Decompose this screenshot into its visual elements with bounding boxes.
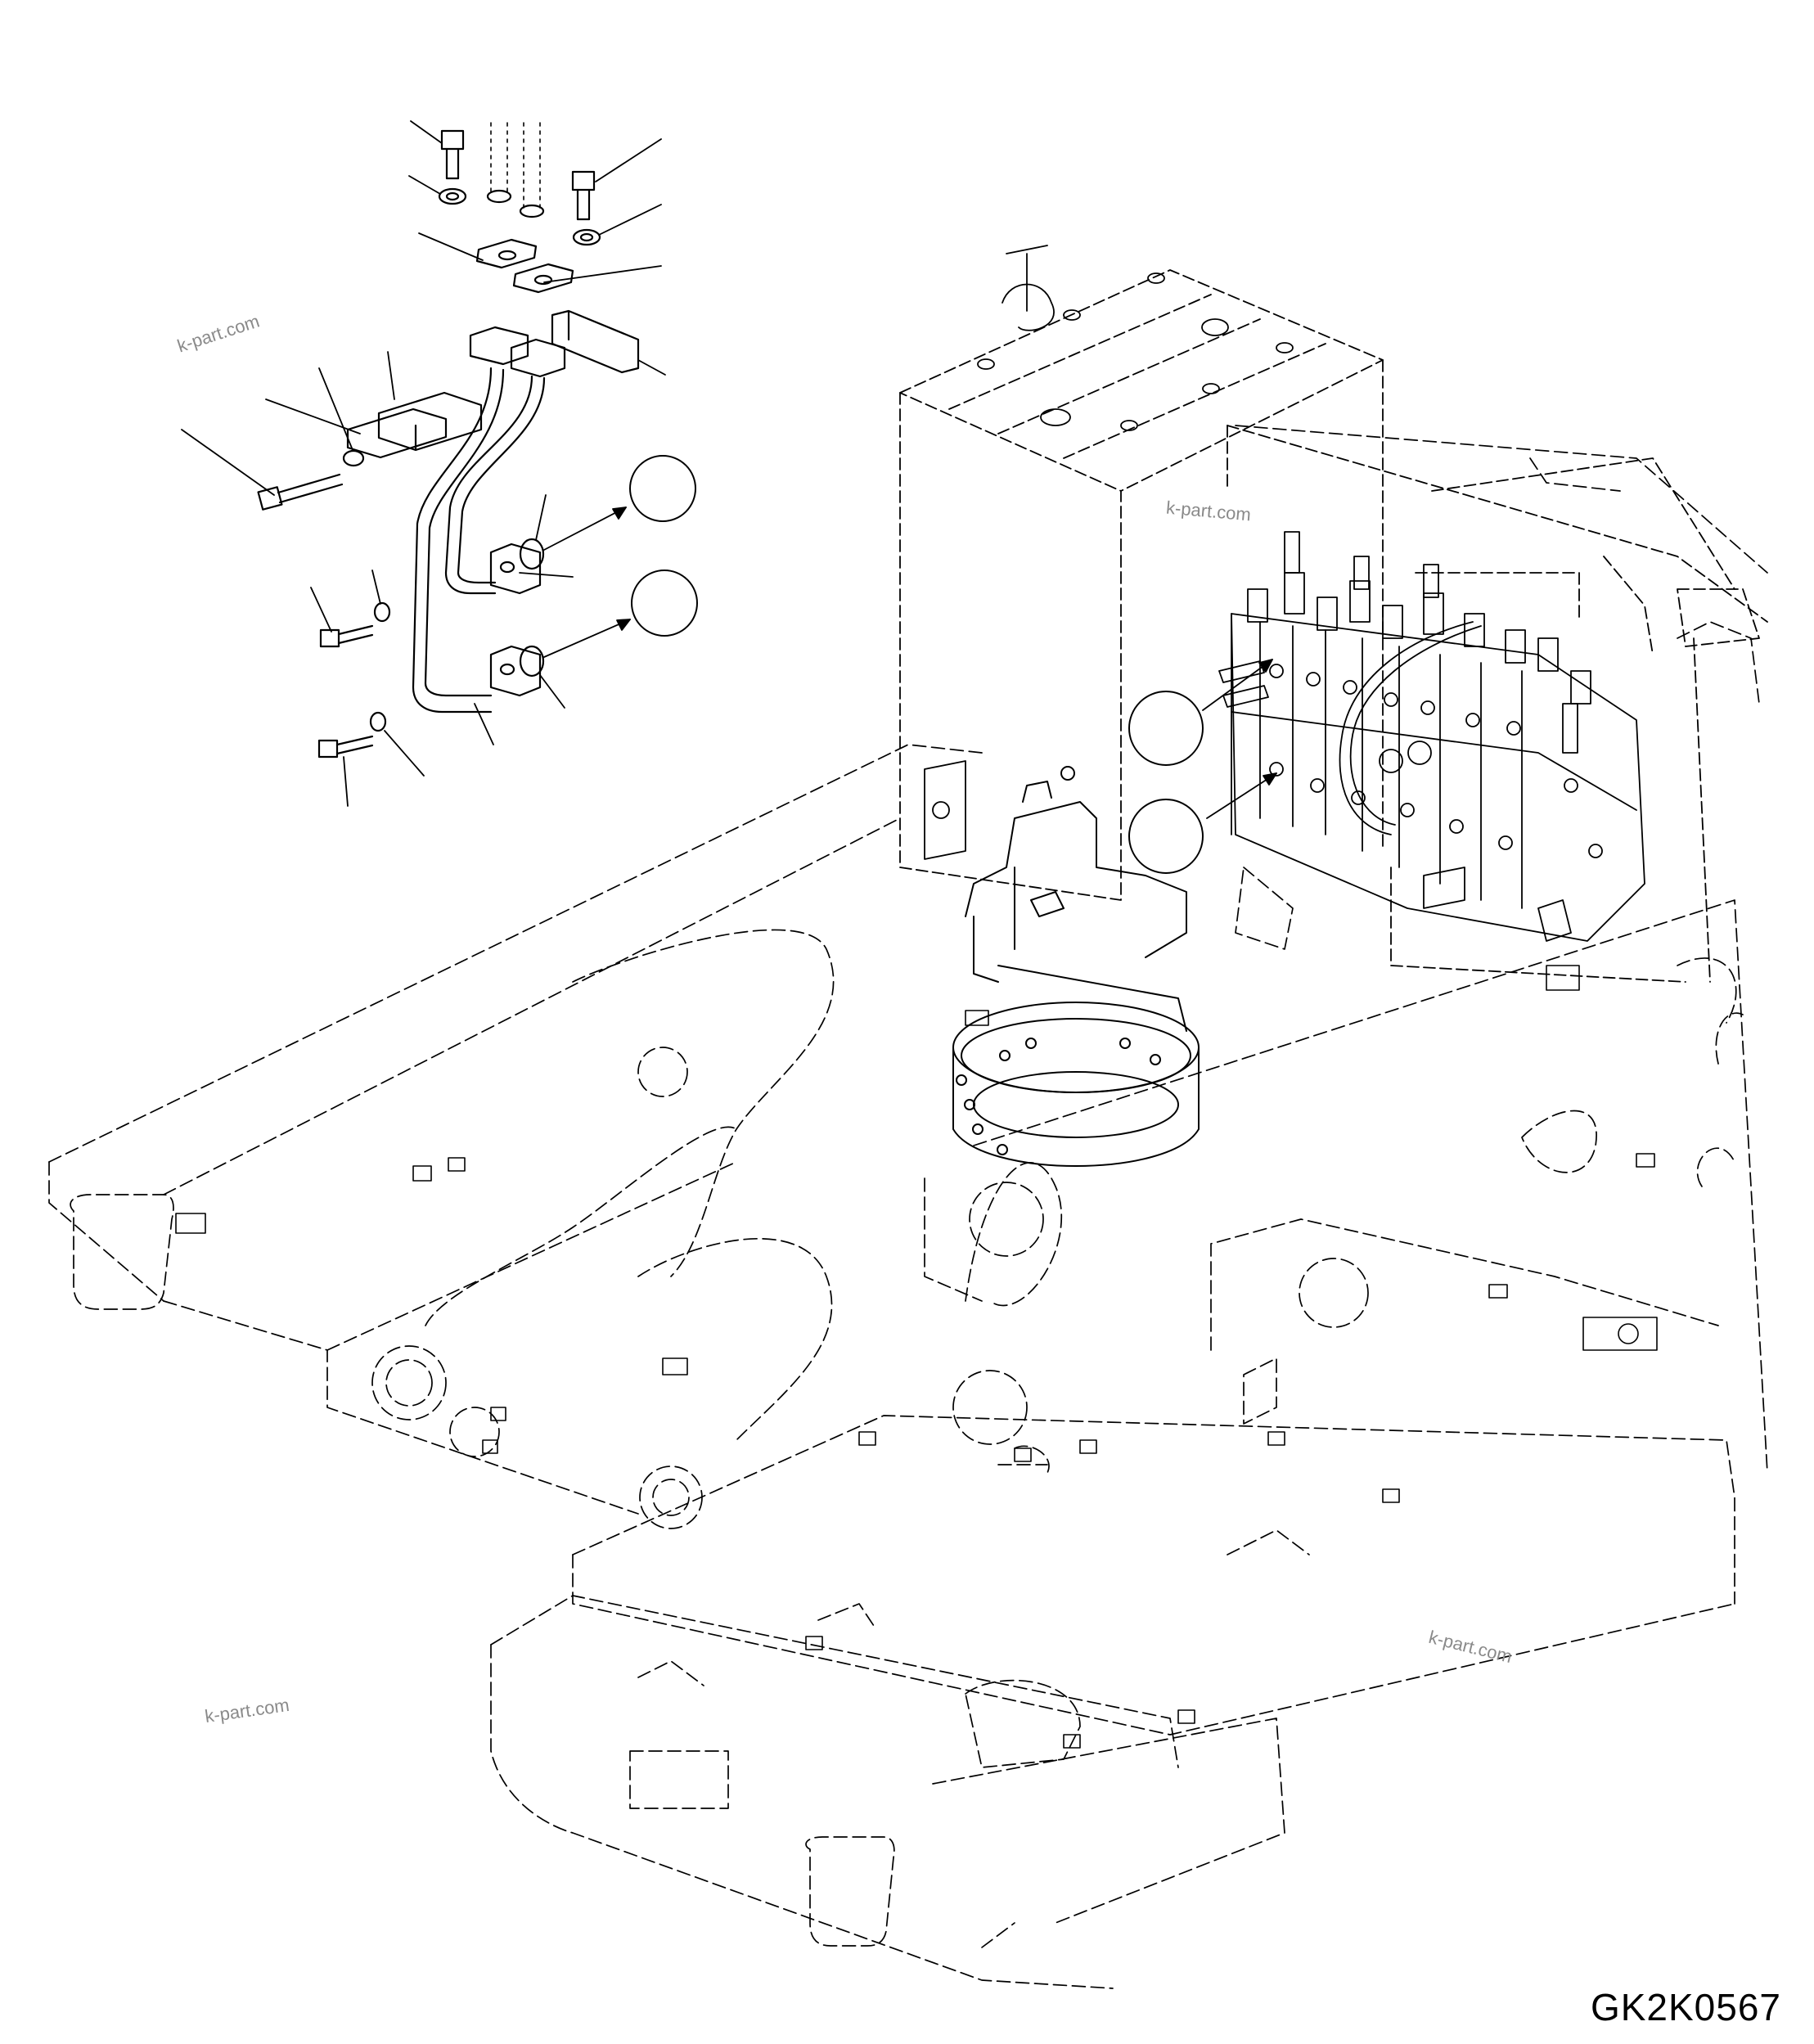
swing-motor (952, 766, 1200, 1167)
callout-circles (629, 455, 1204, 874)
callout-circle-1 (629, 455, 696, 522)
hydraulic-tank (899, 269, 1768, 983)
drawing-code: GK2K0567 (1590, 1986, 1781, 2028)
split-flange-upper (475, 238, 574, 294)
valve-ports (1269, 664, 1603, 858)
washer (438, 187, 467, 205)
callout-circle-3 (1128, 691, 1204, 766)
leader-lines (181, 120, 666, 807)
o-ring (519, 645, 545, 678)
spool-caps (1247, 531, 1591, 754)
pipe-assembly (257, 122, 640, 759)
flange-bolt (317, 735, 374, 759)
counterweight-area (1235, 425, 1768, 1187)
callout-circle-4 (1128, 799, 1204, 874)
o-ring (519, 538, 545, 570)
callout-arrows (543, 506, 1277, 819)
control-valve (1218, 531, 1645, 942)
clamp-plate (346, 407, 448, 459)
bolt-top-left (440, 129, 465, 180)
flange-bolt (319, 624, 374, 648)
hydraulic-pipes (412, 367, 546, 714)
washer (369, 711, 387, 732)
pipe-clamp-bracket (551, 309, 640, 374)
pipe-flange-lower-1 (489, 543, 542, 595)
frame-fittings (175, 965, 1658, 1749)
revolving-frame (48, 744, 1768, 1989)
bolt-top-right (571, 170, 596, 221)
washer (342, 449, 365, 467)
washer (373, 601, 391, 623)
pipe-flange-block (469, 326, 529, 366)
callout-circle-2 (631, 570, 698, 637)
pilot-hose (1339, 621, 1474, 835)
washer (572, 228, 601, 246)
pipe-flange-lower-2 (489, 645, 542, 697)
